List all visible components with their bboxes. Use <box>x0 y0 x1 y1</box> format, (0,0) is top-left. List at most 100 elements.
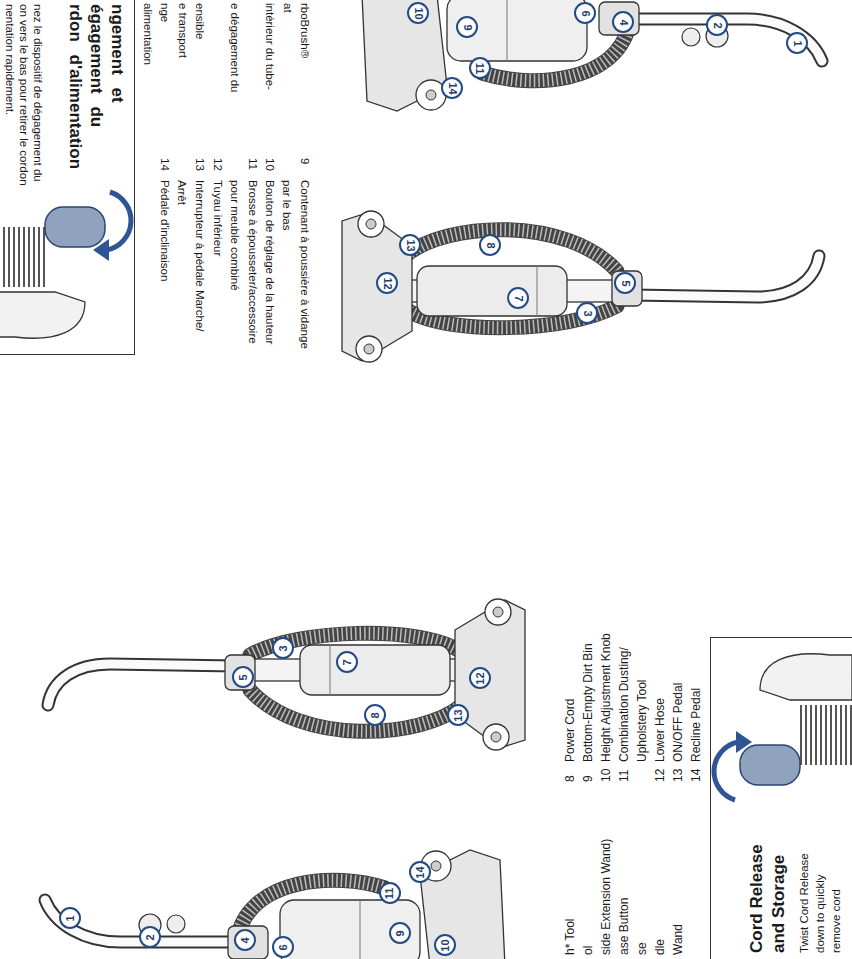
callout-number: 2 <box>706 14 728 36</box>
callout-number: 11 <box>469 57 491 79</box>
part-name: at <box>278 3 296 153</box>
callout-text: 5 <box>620 280 631 286</box>
list-number: 9 <box>579 760 597 782</box>
list-number: 13 <box>669 760 687 782</box>
part-name: Bottom-Empty Dirt Bin <box>579 602 597 762</box>
part-name: Tuyau inférieur <box>208 180 226 354</box>
list-number: 11 <box>243 158 261 180</box>
callout-text: 6 <box>278 944 289 950</box>
list-number: 12 <box>208 158 226 180</box>
callout-number: 8 <box>479 234 501 256</box>
list-number: 14 <box>156 158 174 180</box>
list-number: 10 <box>261 158 279 180</box>
callout-number: 4 <box>612 11 634 33</box>
list-number: 12 <box>651 760 669 782</box>
callout-number: 14 <box>441 77 463 99</box>
part-name: h* Tool <box>561 805 579 955</box>
callout-text: 12 <box>475 672 486 684</box>
callout-text: 4 <box>240 937 251 943</box>
callout-text: 11 <box>474 62 485 74</box>
part-name: side Extension Wand) <box>597 805 615 955</box>
callout-text: 9 <box>462 24 473 30</box>
list-number: 14 <box>687 760 705 782</box>
callout-text: 7 <box>513 295 524 301</box>
part-name: e transport <box>173 3 191 153</box>
cord-release-picture <box>0 192 131 338</box>
part-name: Combination Dusting/ Upholstery Tool <box>615 602 651 762</box>
callout-number: 2 <box>139 926 161 948</box>
callout-number: 11 <box>379 882 401 904</box>
part-name: Height Adjustment Knob <box>597 602 615 762</box>
instruction-box: ngement et égagement du rdon d'alimentat… <box>0 0 135 355</box>
part-name: Brosse à épousseter/accessoire pour meub… <box>226 180 261 354</box>
callout-number: 14 <box>409 861 431 883</box>
part-name: intérieur du tube- <box>261 3 279 153</box>
callout-text: 1 <box>792 40 803 46</box>
callout-text: 3 <box>582 310 593 316</box>
part-name: rboBrush® <box>296 3 314 153</box>
part-name: ON/OFF Pedal <box>669 602 687 762</box>
callout-number: 13 <box>447 704 469 726</box>
instruction-box: Cord Release and StorageTwist Cord Relea… <box>710 637 852 959</box>
box-body: Twist Cord Release down to quickly remov… <box>796 838 844 953</box>
callout-number: 9 <box>389 922 411 944</box>
part-name: Power Cord <box>561 602 579 762</box>
callout-text: 8 <box>370 712 381 718</box>
callout-number: 1 <box>59 907 81 929</box>
callout-number: 10 <box>434 934 456 956</box>
callout-text: 3 <box>278 645 289 651</box>
callout-text: 4 <box>618 19 629 25</box>
part-name: alimentation <box>138 3 156 153</box>
callout-text: 7 <box>342 659 353 665</box>
part-name: Pédale d'inclinaison <box>156 180 174 354</box>
callout-number: 7 <box>507 287 529 309</box>
callout-text: 11 <box>384 887 395 899</box>
list-number: 8 <box>561 760 579 782</box>
callout-text: 5 <box>238 674 249 680</box>
list-number: 9 <box>296 158 314 180</box>
callout-number: 6 <box>574 2 596 24</box>
callout-text: 13 <box>453 709 464 721</box>
callout-number: 3 <box>576 302 598 324</box>
callout-number: 12 <box>469 667 491 689</box>
part-name: ol <box>579 805 597 955</box>
cord-release-picture <box>714 654 852 800</box>
callout-number: 5 <box>232 666 254 688</box>
part-name: ensible <box>191 3 209 153</box>
part-name: dle <box>651 805 669 955</box>
box-body: nez le dispositif de dégagement du on ve… <box>3 4 45 191</box>
part-name: nge <box>156 3 174 153</box>
callout-number: 6 <box>272 936 294 958</box>
part-name: Wand <box>669 805 687 955</box>
callout-number: 13 <box>399 234 421 256</box>
callout-text: 12 <box>382 277 393 289</box>
box-heading: Cord Release and Storage <box>746 828 790 953</box>
callout-number: 9 <box>456 16 478 38</box>
part-name: Interrupteur à pédale Marche/ Arrêt <box>173 180 208 354</box>
callout-number: 8 <box>364 704 386 726</box>
part-name: Bouton de réglage de la hauteur <box>261 180 279 354</box>
callout-number: 3 <box>272 637 294 659</box>
part-name: Recline Pedal <box>687 602 705 762</box>
callout-text: 10 <box>440 939 451 951</box>
callout-text: 2 <box>145 934 156 940</box>
part-name: ase Button <box>615 805 633 955</box>
french-vacuum <box>342 0 822 362</box>
list-number: 10 <box>597 760 615 782</box>
part-name: se <box>633 805 651 955</box>
callout-number: 1 <box>786 32 808 54</box>
callout-number: 12 <box>376 272 398 294</box>
callout-number: 10 <box>407 2 429 24</box>
callout-text: 10 <box>413 7 424 19</box>
callout-number: 7 <box>336 651 358 673</box>
part-name: e dégagement du <box>226 3 244 153</box>
part-name: Contenant à poussière à vidange par le b… <box>278 180 313 354</box>
callout-text: 9 <box>395 930 406 936</box>
callout-text: 14 <box>447 82 458 94</box>
callout-text: 14 <box>415 866 426 878</box>
callout-number: 5 <box>614 272 636 294</box>
callout-number: 4 <box>234 929 256 951</box>
box-heading: ngement et égagement du rdon d'alimentat… <box>65 4 128 173</box>
